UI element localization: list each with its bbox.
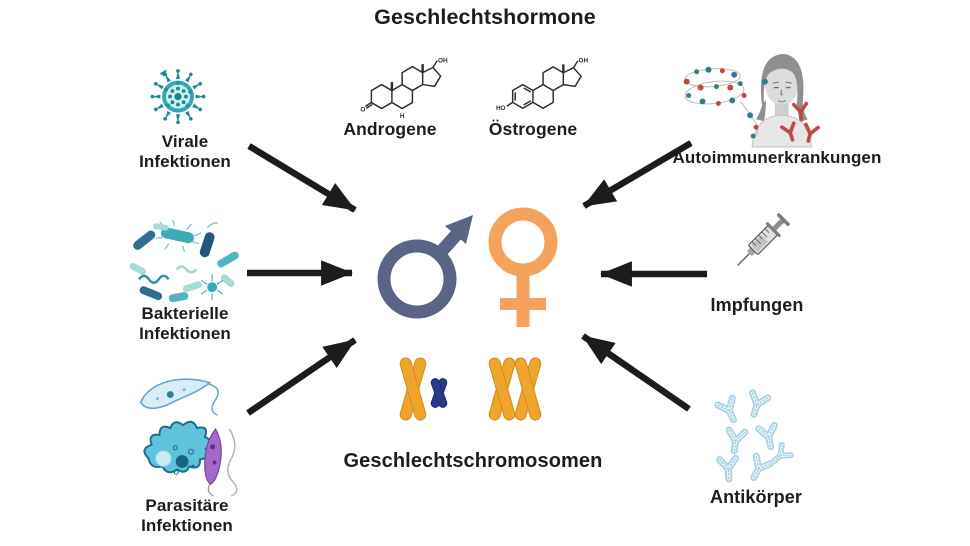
- page-title: Geschlechtshormone: [374, 5, 596, 29]
- bacteria-icon: [129, 219, 239, 303]
- androgen-structure-icon: OH O H: [360, 57, 448, 120]
- arrow-autoimmun: [582, 140, 693, 209]
- factor-label-virale: Virale Infektionen: [139, 132, 231, 172]
- factor-label-bakterielle: Bakterielle Infektionen: [139, 304, 231, 344]
- chromosomes-label: Geschlechtschromosomen: [343, 450, 603, 472]
- arrow-parasitaere: [246, 337, 357, 416]
- syringe-icon: [737, 213, 790, 266]
- female-symbol: [488, 207, 558, 327]
- estrogen-structure-icon: OH HO: [496, 58, 589, 112]
- estrogen-ho-label: HO: [496, 105, 506, 112]
- androgen-label: Androgene: [343, 119, 437, 139]
- androgen-o-label: O: [360, 107, 365, 114]
- parasites-icon: [139, 378, 238, 497]
- autoimmune-icon: [683, 53, 820, 148]
- male-symbol: [377, 215, 473, 319]
- virus-icon: [150, 69, 206, 125]
- estrogen-oh-label: OH: [579, 58, 589, 65]
- estrogen-label: Östrogene: [488, 119, 578, 139]
- arrow-antikoerper: [581, 333, 691, 412]
- factor-label-antikoerper: Antikörper: [709, 487, 802, 507]
- androgen-h-label: H: [400, 113, 405, 120]
- factor-label-impfungen: Impfungen: [710, 295, 804, 315]
- factor-label-autoimmun: Autoimmunerkrankungen: [672, 148, 882, 167]
- factor-label-parasitaere: Parasitäre Infektionen: [141, 496, 233, 536]
- androgen-oh-label: OH: [438, 57, 448, 64]
- arrow-virale: [247, 143, 357, 213]
